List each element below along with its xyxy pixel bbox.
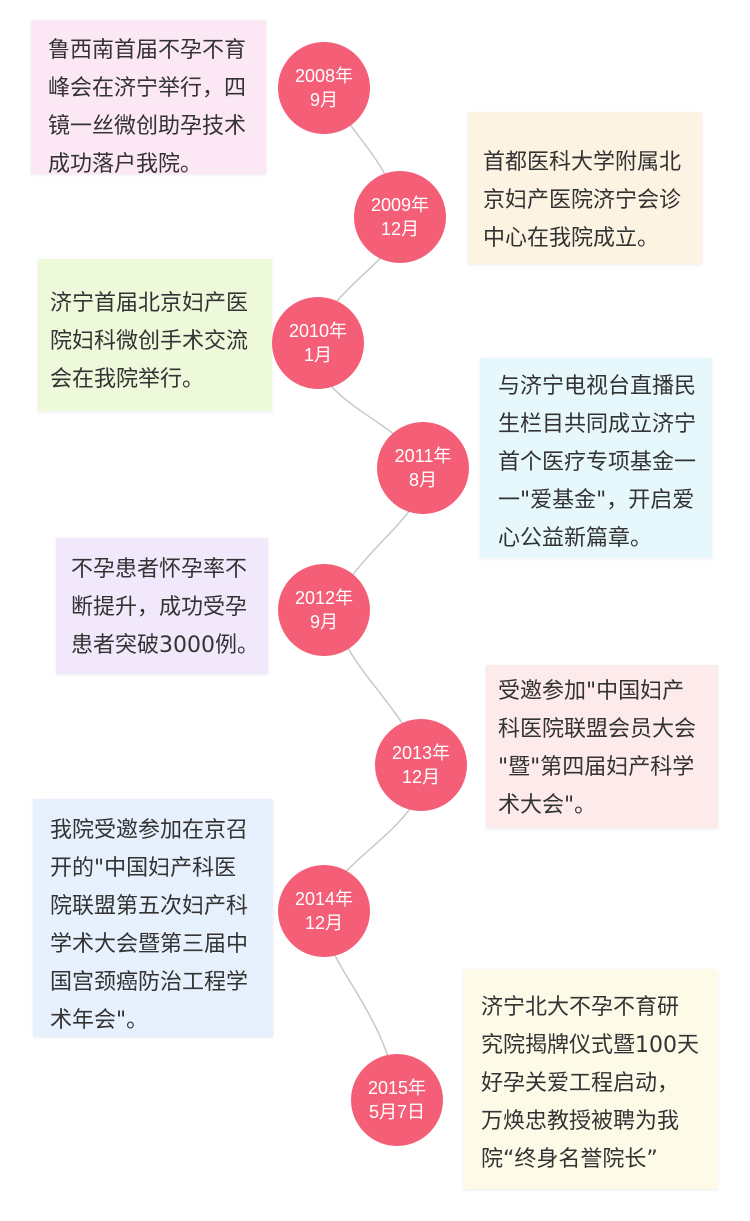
event-card-2012: 不孕患者怀孕率不 断提升，成功受孕 患者突破3000例。	[56, 538, 268, 674]
date-node-2009: 2009年 12月	[354, 171, 446, 263]
event-card-2013: 受邀参加"中国妇产 科医院联盟会员大会 "暨"第四届妇产科学 术大会"。	[486, 665, 718, 828]
date-node-2015: 2015年 5月7日	[351, 1054, 443, 1146]
date-month: 5月7日	[368, 1102, 426, 1122]
date-month: 12月	[380, 219, 420, 239]
date-node-2014: 2014年 12月	[278, 865, 370, 957]
date-year: 2012年	[294, 588, 354, 608]
date-node-2010: 2010年 1月	[272, 297, 364, 389]
date-month: 1月	[303, 345, 332, 365]
event-card-2008: 鲁西南首届不孕不育 峰会在济宁举行，四 镜一丝微创助孕技术 成功落户我院。	[31, 20, 266, 177]
date-year: 2010年	[288, 321, 348, 341]
date-month: 12月	[401, 767, 441, 787]
date-node-2011: 2011年 8月	[377, 422, 469, 514]
date-node-2012: 2012年 9月	[278, 564, 370, 656]
date-year: 2011年	[394, 446, 452, 466]
date-month: 12月	[304, 913, 344, 933]
event-card-2014: 我院受邀参加在京召 开的"中国妇产科医 院联盟第五次妇产科 学术大会暨第三届中 …	[33, 799, 273, 1037]
event-card-2015: 济宁北大不孕不育研 究院揭牌仪式暨100天 好孕关爱工程启动， 万焕忠教授被聘为…	[463, 969, 718, 1189]
date-node-2008: 2008年 9月	[278, 42, 370, 134]
date-year: 2013年	[391, 743, 451, 763]
date-year: 2015年	[367, 1078, 427, 1098]
date-month: 9月	[309, 612, 338, 632]
date-month: 8月	[408, 470, 437, 490]
date-year: 2009年	[370, 195, 430, 215]
event-card-2010: 济宁首届北京妇产医 院妇科微创手术交流 会在我院举行。	[38, 259, 272, 411]
event-card-2011: 与济宁电视台直播民 生栏目共同成立济宁 首个医疗专项基金一 一"爱基金"，开启爱…	[480, 358, 712, 558]
date-month: 9月	[309, 90, 338, 110]
date-year: 2008年	[294, 66, 354, 86]
event-card-2009: 首都医科大学附属北 京妇产医院济宁会诊 中心在我院成立。	[468, 112, 702, 264]
date-year: 2014年	[294, 889, 354, 909]
date-node-2013: 2013年 12月	[375, 719, 467, 811]
